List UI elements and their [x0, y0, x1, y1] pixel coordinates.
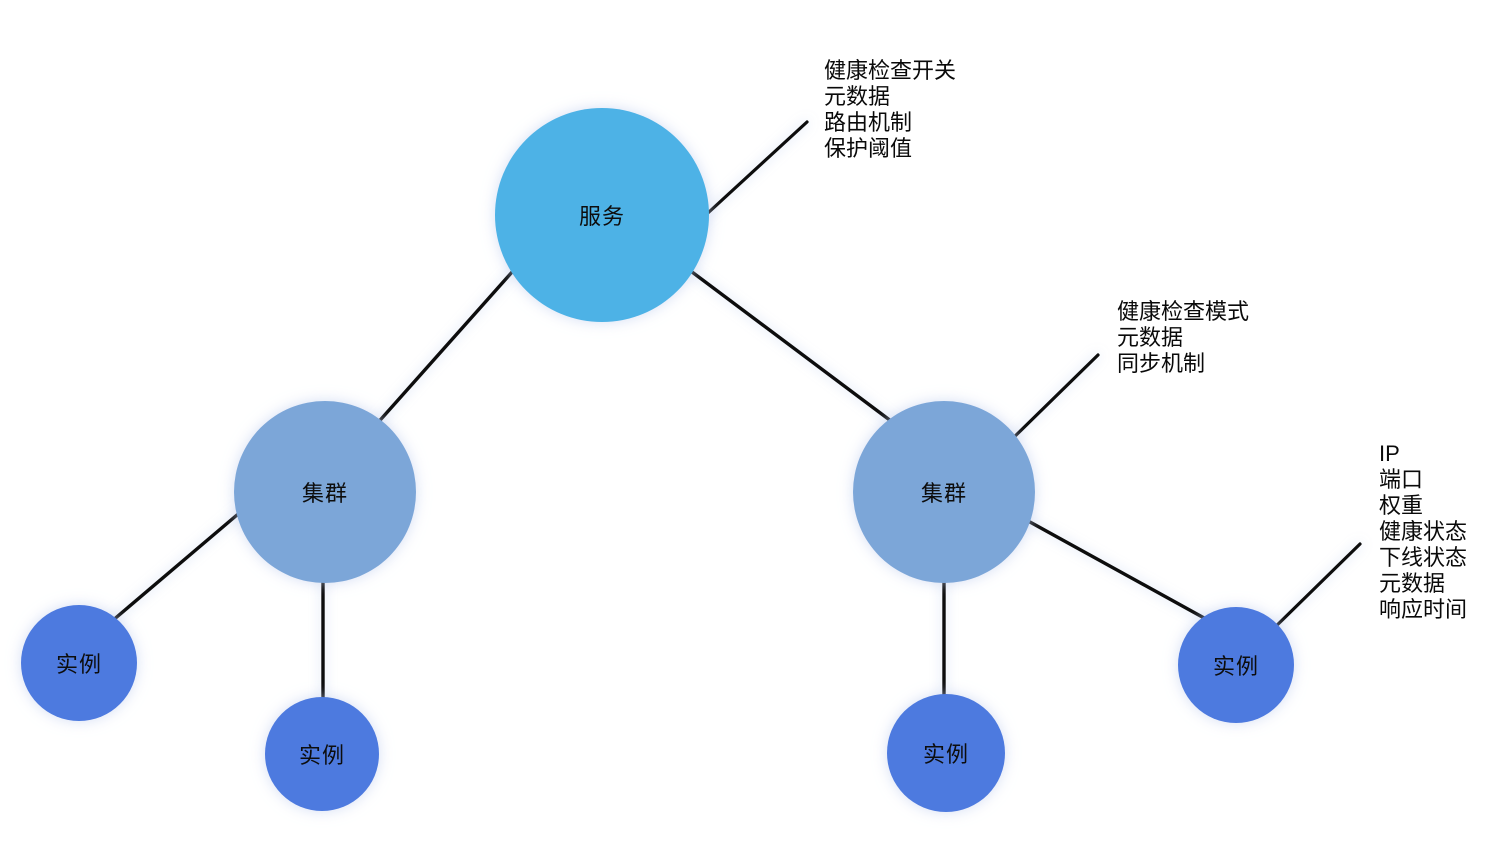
node-label: 实例 — [298, 743, 345, 768]
node-instance-right-inner: 实例 — [887, 694, 1005, 812]
annotation-cluster-right: 健康检查模式元数据同步机制 — [1117, 299, 1249, 377]
node-cluster-right: 集群 — [853, 401, 1035, 583]
node-cluster-left: 集群 — [234, 401, 416, 583]
annotation-text-line: 权重 — [1379, 493, 1424, 518]
annotation-text-line: 路由机制 — [824, 110, 913, 135]
annotation-text-line: 健康状态 — [1379, 519, 1468, 544]
node-label: 实例 — [922, 742, 969, 767]
node-label: 实例 — [55, 652, 102, 677]
edge-cluster-left--instance-left-outer — [103, 496, 259, 629]
annotation-connector-instance-right-outer — [1267, 542, 1362, 635]
node-label: 服务 — [578, 204, 625, 229]
node-label: 集群 — [301, 481, 348, 506]
edge-service--cluster-right — [670, 255, 905, 432]
annotation-text-line: 健康检查开关 — [824, 58, 957, 83]
annotation-text-line: 元数据 — [824, 84, 891, 109]
annotation-connector-service — [695, 120, 809, 225]
annotation-text-line: 健康检查模式 — [1117, 299, 1250, 324]
annotation-text-line: 下线状态 — [1379, 545, 1468, 570]
annotation-connector-cluster-right — [1005, 353, 1100, 446]
annotation-text-line: 响应时间 — [1379, 597, 1468, 622]
edge-service--cluster-left — [364, 251, 531, 438]
node-instance-left-outer: 实例 — [21, 605, 137, 721]
annotation-text-line: 端口 — [1379, 467, 1424, 492]
annotation-text-line: 元数据 — [1379, 571, 1446, 596]
node-instance-left-inner: 实例 — [265, 697, 379, 811]
annotation-service: 健康检查开关元数据路由机制保护阈值 — [824, 58, 956, 162]
annotation-text-line: 元数据 — [1117, 325, 1184, 350]
node-instance-right-outer: 实例 — [1178, 607, 1294, 723]
annotation-text-line: 保护阈值 — [824, 136, 913, 161]
node-label: 集群 — [920, 481, 967, 506]
edge-cluster-right--instance-right-outer — [1008, 509, 1217, 626]
node-label: 实例 — [1212, 654, 1259, 679]
node-service: 服务 — [495, 108, 709, 322]
annotation-text-line: 同步机制 — [1117, 351, 1206, 376]
annotation-text-line: IP — [1379, 441, 1400, 466]
